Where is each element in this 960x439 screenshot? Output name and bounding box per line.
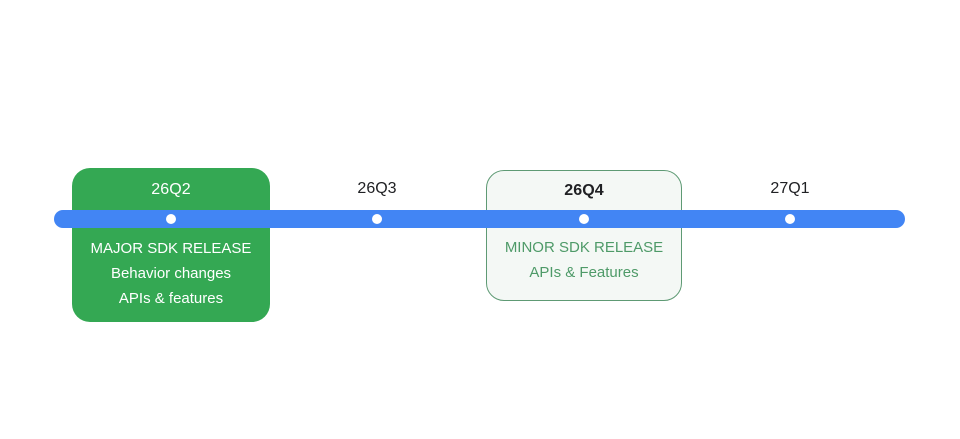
timeline-dot-26q4 [579, 214, 589, 224]
milestone-body-26q2: MAJOR SDK RELEASE Behavior changes APIs … [72, 236, 270, 311]
milestone-body-line: MINOR SDK RELEASE [504, 239, 664, 256]
milestone-title-26q2: 26Q2 [151, 181, 191, 198]
milestone-body-line: APIs & Features [529, 264, 639, 281]
timeline-dot-27q1 [785, 214, 795, 224]
milestone-body-26q4: MINOR SDK RELEASE APIs & Features [487, 235, 681, 285]
timeline-bar [54, 210, 905, 228]
timeline-dot-26q2 [166, 214, 176, 224]
timeline-dot-26q3 [372, 214, 382, 224]
milestone-title-26q4: 26Q4 [564, 182, 604, 199]
milestone-body-line: APIs & features [118, 290, 224, 307]
milestone-card-26q4: 26Q4 MINOR SDK RELEASE APIs & Features [486, 170, 682, 301]
milestone-label-27q1: 27Q1 [770, 180, 810, 197]
milestone-label-26q3: 26Q3 [357, 180, 397, 197]
milestone-body-line: MAJOR SDK RELEASE [90, 240, 252, 257]
milestone-card-26q2: 26Q2 MAJOR SDK RELEASE Behavior changes … [72, 168, 270, 322]
milestone-body-line: Behavior changes [110, 265, 232, 282]
